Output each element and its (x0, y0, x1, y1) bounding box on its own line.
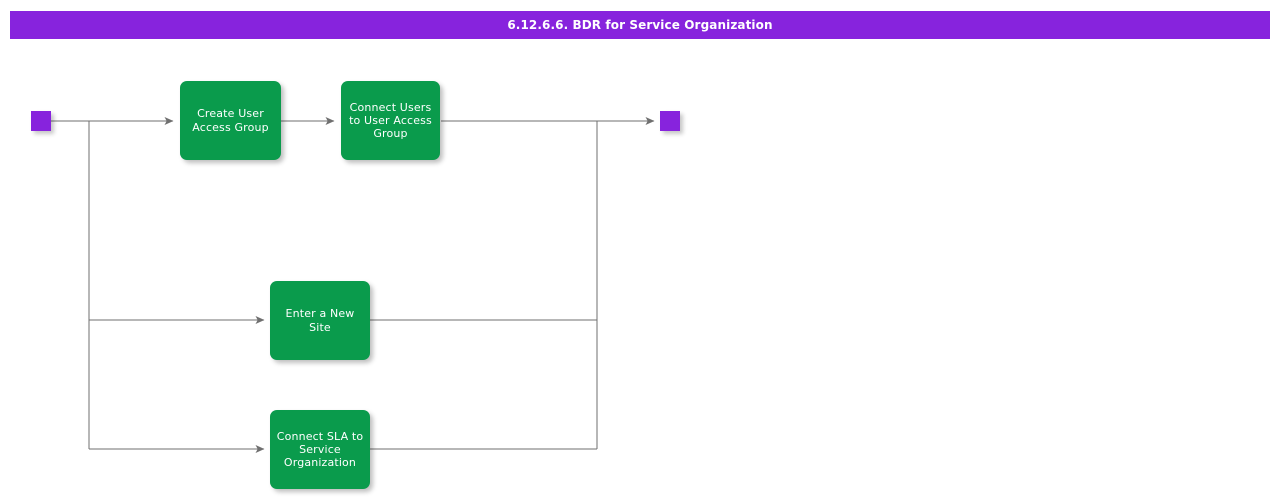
node-enter-a-new-site[interactable]: Enter a New Site (270, 281, 370, 360)
node-create-user-access-group[interactable]: Create User Access Group (180, 81, 281, 160)
end-node[interactable] (660, 111, 680, 131)
node-label: Connect Users to User Access Group (349, 100, 432, 141)
node-label: Create User Access Group (192, 107, 269, 134)
start-node[interactable] (31, 111, 51, 131)
node-connect-sla-to-service-organization[interactable]: Connect SLA to Service Organization (270, 410, 370, 489)
node-connect-users-to-user-access-group[interactable]: Connect Users to User Access Group (341, 81, 440, 160)
node-label: Enter a New Site (285, 307, 355, 334)
node-label: Connect SLA to Service Organization (276, 429, 364, 470)
page-title: 6.12.6.6. BDR for Service Organization (507, 18, 773, 32)
page-title-bar: 6.12.6.6. BDR for Service Organization (10, 11, 1270, 39)
